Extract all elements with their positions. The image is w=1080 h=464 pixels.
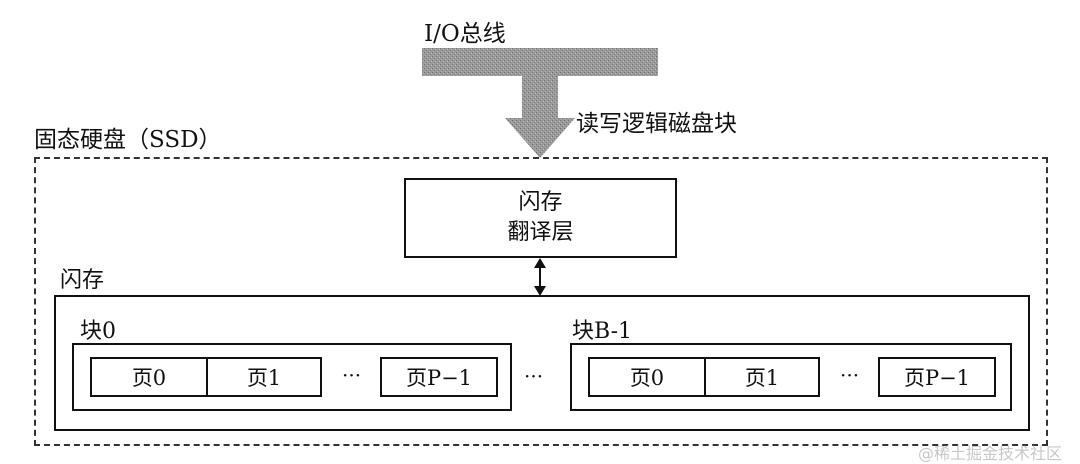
page-group: 页0 页1: [90, 357, 322, 397]
page-cell: 页0: [92, 359, 208, 395]
ftl-line1: 闪存: [518, 190, 563, 215]
block-box: 页0 页1 ··· 页P−1: [72, 343, 512, 411]
connector-arrow-up: [534, 258, 546, 268]
page-cell: 页1: [744, 366, 780, 390]
page-group: 页0 页1: [588, 357, 820, 397]
bus-down-arrow: [505, 76, 575, 158]
page-cell: 页1: [246, 366, 282, 390]
ftl-line2: 翻译层: [507, 220, 574, 245]
flash-label: 闪存: [60, 268, 105, 293]
flash-translation-layer-box: 闪存 翻译层: [404, 178, 677, 258]
page-group: 页P−1: [878, 357, 996, 397]
block-box: 页0 页1 ··· 页P−1: [570, 343, 1012, 411]
ellipsis: ···: [342, 363, 362, 387]
ellipsis: ···: [524, 364, 544, 388]
io-bus-label: I/O总线: [424, 21, 506, 47]
ellipsis: ···: [840, 363, 860, 387]
page-cell: 页0: [590, 359, 706, 395]
page-cell: 页P−1: [903, 366, 971, 390]
connector-arrow-down: [534, 286, 546, 296]
ssd-container: [34, 157, 1048, 446]
ssd-label: 固态硬盘（SSD）: [34, 127, 222, 153]
block-label: 块0: [80, 319, 116, 344]
watermark: @稀土掘金技术社区: [918, 444, 1063, 463]
page-cell: 页P−1: [405, 366, 473, 390]
block-label: 块B-1: [572, 319, 633, 344]
read-write-label: 读写逻辑磁盘块: [576, 111, 737, 137]
page-group: 页P−1: [380, 357, 498, 397]
io-bus-bar: [422, 48, 658, 76]
